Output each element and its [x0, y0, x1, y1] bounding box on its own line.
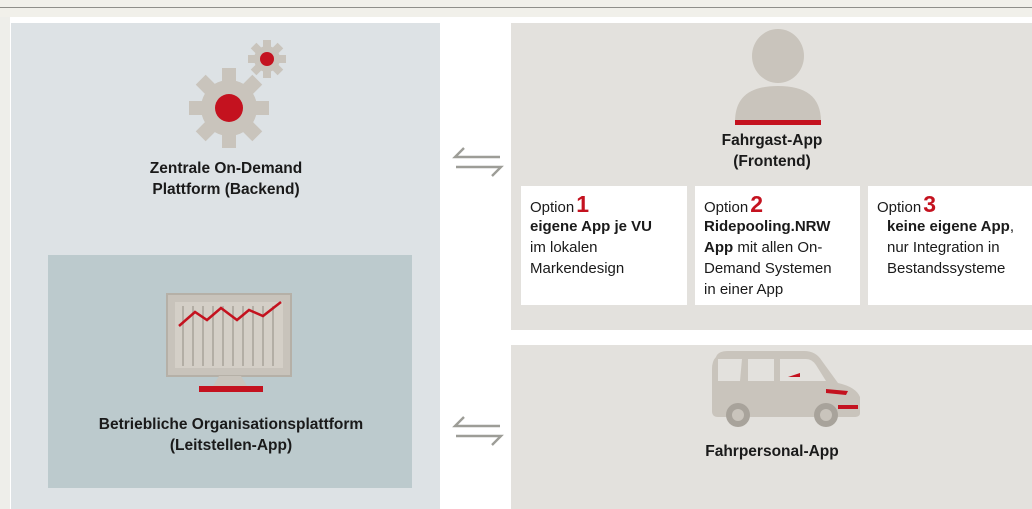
fahrpersonal-label: Fahrpersonal-App	[705, 443, 839, 460]
option-word: Option	[877, 199, 922, 216]
option-3-line: Bestandssysteme	[887, 260, 1006, 277]
option-3-heading: Option3	[877, 191, 936, 218]
option-3-card: Option3 keine eigene App, nur Integratio…	[868, 186, 1032, 305]
option-1-card: Option1 eigene App je VU im lokalen Mark…	[521, 186, 687, 305]
left-margin	[0, 17, 10, 509]
option-1-line: im lokalen	[530, 239, 598, 256]
option-2-line: in einer App	[704, 281, 784, 298]
option-3-bold: keine eigene App	[887, 218, 1010, 235]
option-3-text: keine eigene App, nur Integration in Bes…	[887, 216, 1014, 279]
top-rule	[0, 7, 1032, 8]
option-2-bold: App	[704, 239, 734, 256]
fahrgast-label-line2: (Frontend)	[733, 153, 811, 170]
person-icon	[735, 29, 821, 125]
option-2-text: Ridepooling.NRW App mit allen On- Demand…	[704, 216, 832, 300]
backend-label-line2: Plattform (Backend)	[152, 181, 300, 198]
gears-icon	[189, 40, 286, 148]
bidirectional-arrow-icon	[452, 416, 504, 446]
option-2-tail: mit allen On-	[733, 239, 823, 256]
option-2-line: Demand Systemen	[704, 260, 832, 277]
leitstelle-label-line2: (Leitstellen-App)	[169, 437, 293, 454]
leitstelle-label: Betriebliche Organisationsplattform (Lei…	[56, 414, 406, 456]
option-word: Option	[704, 199, 749, 216]
option-3-line: nur Integration in	[887, 239, 1000, 256]
option-2-heading: Option2	[704, 191, 763, 218]
leitstelle-label-line1: Betriebliche Organisationsplattform	[98, 416, 364, 433]
option-1-line: Markendesign	[530, 260, 625, 277]
bidirectional-arrow-icon	[452, 147, 504, 177]
option-2-card: Option2 Ridepooling.NRW App mit allen On…	[695, 186, 860, 305]
option-1-bold: eigene App je VU	[530, 218, 652, 235]
option-3-tail: ,	[1009, 218, 1014, 235]
fahrgast-label-line1: Fahrgast-App	[721, 132, 823, 149]
option-number: 2	[750, 191, 763, 217]
monitor-chart-icon	[166, 293, 292, 392]
backend-label: Zentrale On-Demand Plattform (Backend)	[115, 158, 337, 200]
option-1-text: eigene App je VU im lokalen Markendesign	[530, 216, 652, 279]
fahrgast-label: Fahrgast-App (Frontend)	[672, 130, 872, 172]
option-number: 1	[576, 191, 589, 217]
option-2-bold: Ridepooling.NRW	[704, 218, 831, 235]
option-number: 3	[923, 191, 936, 217]
van-icon	[712, 351, 860, 427]
option-1-heading: Option1	[530, 191, 589, 218]
backend-label-line1: Zentrale On-Demand	[149, 160, 303, 177]
option-word: Option	[530, 199, 575, 216]
